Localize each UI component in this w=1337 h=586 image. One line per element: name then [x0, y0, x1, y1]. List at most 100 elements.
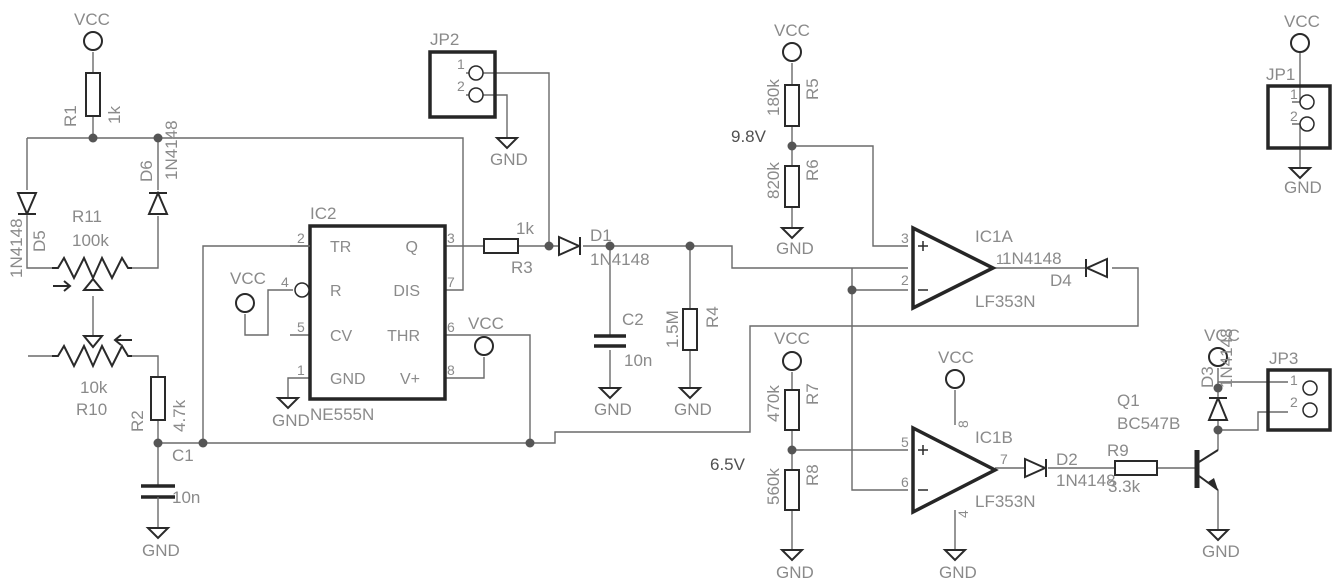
r10-ref: R10 — [76, 400, 107, 419]
d6-ref: D6 — [137, 160, 156, 182]
vcc-symbol-ic1b: VCC — [938, 348, 974, 389]
r2-value: 4.7k — [170, 399, 189, 432]
d4-ref: D4 — [1050, 271, 1072, 290]
d1-value: 1N4148 — [590, 250, 650, 269]
opamp-ic1a: 3 2 1 IC1A LF353N — [901, 225, 1035, 311]
ic1a-pin-num: 1 — [996, 251, 1004, 267]
jumper-jp3: JP3 1 2 — [1266, 349, 1332, 432]
r9-value: 3.3k — [1108, 477, 1141, 496]
r4-ref: R4 — [703, 306, 722, 328]
resistor-r7: 470k R7 — [764, 383, 822, 431]
r5-value: 180k — [764, 79, 783, 116]
gnd-label: GND — [776, 563, 814, 582]
vcc-symbol-r7: VCC — [774, 329, 810, 371]
jumper-jp1: JP1 1 2 — [1266, 65, 1332, 150]
resistor-r3: 1k R3 — [483, 219, 534, 277]
potentiometer-r10: 10k R10 — [52, 334, 132, 419]
ic1b-ref: IC1B — [975, 428, 1013, 447]
ic2-ref: IC2 — [310, 204, 336, 223]
junction-dot — [685, 241, 695, 251]
vcc-label: VCC — [938, 348, 974, 367]
junction-dot — [198, 438, 208, 448]
vcc-symbols: VCC VCC VCC VCC VCC VCC VCC VCC — [74, 10, 1320, 389]
r7-value: 470k — [764, 385, 783, 422]
c2-ref: C2 — [622, 310, 644, 329]
ic2-pin-name: TR — [330, 239, 351, 256]
vcc-symbol-ic2-supply: VCC — [468, 314, 504, 356]
d3-ref: D3 — [1198, 366, 1217, 388]
gnd-symbols: GND GND GND GND GND GND GND GND — [142, 137, 1322, 582]
jp2-pin-num: 1 — [457, 56, 465, 72]
capacitor-c1: C1 10n — [141, 446, 200, 507]
junction-dot — [847, 285, 857, 295]
transistor-q1: Q1 BC547B — [1117, 391, 1219, 491]
jp1-pin-num: 1 — [1290, 86, 1298, 102]
resistor-r8: 560k R8 — [764, 464, 822, 511]
jp3-ref: JP3 — [1269, 349, 1298, 368]
jp2-pin-num: 2 — [457, 78, 465, 94]
ic1b-pin-num: 8 — [955, 420, 971, 428]
r6-value: 820k — [764, 162, 783, 199]
d1-ref: D1 — [590, 226, 612, 245]
ic2-pin-name: DIS — [393, 283, 420, 300]
vcc-label: VCC — [1284, 12, 1320, 31]
vcc-symbol-d3: VCC — [1204, 326, 1240, 367]
resistor-r1: R1 1k — [61, 72, 124, 127]
junction-dot — [525, 438, 535, 448]
gnd-symbol-r8: GND — [776, 549, 814, 582]
ic2-pin-name: V+ — [400, 371, 420, 388]
r8-ref: R8 — [803, 464, 822, 486]
ic2-pin-name: THR — [387, 328, 420, 345]
diode-d4: 1N4148 D4 — [1002, 249, 1108, 290]
ic1b-pin-num: 4 — [955, 510, 971, 518]
ic2-pin-num: 6 — [447, 319, 455, 335]
ic2-value: NE555N — [310, 405, 374, 424]
resistor-r9: R9 3.3k — [1107, 441, 1158, 496]
vcc-symbol-ic2-reset: VCC — [230, 269, 266, 313]
gnd-label: GND — [594, 400, 632, 419]
resistor-r5: 180k R5 — [764, 78, 822, 127]
junction-dot — [544, 241, 554, 251]
d2-value: 1N4148 — [1056, 471, 1116, 490]
gnd-symbol-jp2: GND — [490, 137, 528, 169]
gnd-label: GND — [1284, 178, 1322, 197]
junction-dot — [88, 133, 98, 143]
gnd-symbol-r4: GND — [674, 387, 712, 419]
gnd-symbol-c2: GND — [594, 387, 632, 419]
ic2-pin-num: 8 — [447, 362, 455, 378]
resistor-r2: R2 4.7k — [128, 376, 189, 432]
ic2-pin-name: R — [330, 283, 342, 300]
ic2-pin-num: 7 — [447, 274, 455, 290]
ic1b-pin-num: 6 — [901, 474, 909, 490]
gnd-label: GND — [776, 239, 814, 258]
d2-ref: D2 — [1056, 450, 1078, 469]
d5-ref: D5 — [30, 230, 49, 252]
r1-value: 1k — [105, 106, 124, 124]
gnd-label: GND — [674, 400, 712, 419]
ic1a-value: LF353N — [975, 292, 1035, 311]
diode-d2: D2 1N4148 — [1024, 450, 1116, 490]
ic2-pin-name: Q — [406, 239, 418, 256]
gnd-symbol-ic1b: GND — [939, 549, 977, 582]
gnd-symbol-q1: GND — [1202, 529, 1240, 561]
ic2-pin-name: CV — [330, 328, 353, 345]
jumper-jp2: JP2 1 2 — [428, 30, 497, 119]
r3-ref: R3 — [511, 258, 533, 277]
gnd-symbol-r6: GND — [776, 227, 814, 258]
jp1-ref: JP1 — [1266, 65, 1295, 84]
vcc-label: VCC — [774, 329, 810, 348]
vcc-label: VCC — [774, 21, 810, 40]
ic1a-pin-num: 3 — [901, 230, 909, 246]
jp3-pin-num: 1 — [1290, 372, 1298, 388]
junctions — [88, 133, 1223, 455]
vcc-symbol-jp1: VCC — [1284, 12, 1320, 53]
r2-ref: R2 — [128, 410, 147, 432]
gnd-label: GND — [272, 411, 310, 430]
gnd-label: GND — [490, 150, 528, 169]
ic2-pin-num: 4 — [281, 274, 289, 290]
c1-value: 10n — [172, 488, 200, 507]
gnd-label: GND — [142, 541, 180, 560]
ref-voltage-low-label: 6.5V — [710, 455, 746, 474]
diode-d3: D3 1N4148 — [1198, 328, 1236, 421]
jp2-ref: JP2 — [430, 30, 459, 49]
